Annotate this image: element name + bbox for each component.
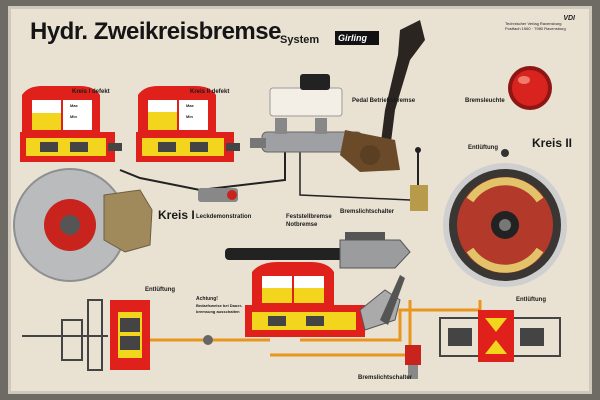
- drum-brake: [443, 163, 567, 287]
- cutaway-master-cylinder: [245, 262, 405, 337]
- marker-min-1: Min: [70, 114, 77, 119]
- publisher-name: Technischer Verlag Ravensburg: [505, 21, 562, 26]
- leak-demo-valve: [198, 188, 238, 202]
- marker-min-2: Min: [186, 114, 193, 119]
- label-leckdemonstration: Leckdemonstration: [196, 214, 252, 220]
- label-bremsleuchte: Bremsleuchte: [465, 98, 505, 104]
- label-achtung-text-2: bremsung ausschalten: [196, 309, 240, 314]
- publisher-address: Postfach 1560 · 7980 Ravensburg: [505, 26, 566, 31]
- label-entlueftung-right: Entlüftung: [516, 297, 546, 303]
- valve-knob: [203, 335, 213, 345]
- brake-pedal: [340, 20, 425, 172]
- publisher-block: VDI Technischer Verlag Ravensburg Postfa…: [505, 15, 575, 31]
- label-notbremse: Notbremse: [286, 222, 318, 228]
- label-kreis2-defekt: Kreis II defekt: [190, 89, 230, 95]
- marker-max-1: Max: [70, 103, 78, 108]
- label-achtung-text-1: Bedarfsweise bei Dauer-: [196, 303, 243, 308]
- brake-light-switch-top: [410, 147, 428, 211]
- label-feststellbremse: Feststellbremse: [286, 214, 332, 220]
- parking-brake-lever: [225, 232, 411, 269]
- cutaway-kreis1-defekt: [20, 86, 122, 162]
- publisher-logo: VDI: [563, 15, 575, 22]
- board-title: Hydr. Zweikreisbremse: [30, 18, 281, 45]
- label-achtung: Achtung!: [196, 296, 218, 302]
- cutaway-wheel-cylinder-right: [439, 310, 561, 362]
- label-bremslichtschalter-bottom: Bremslichtschalter: [358, 375, 413, 381]
- cutaway-kreis2-defekt: [136, 86, 240, 162]
- brand-badge: Girling: [335, 31, 379, 45]
- label-kreis2: Kreis II: [532, 136, 573, 150]
- system-label: System: [280, 34, 320, 46]
- label-kreis1: Kreis I: [158, 208, 195, 222]
- disc-brake: [13, 168, 153, 282]
- label-entlueftung-top: Entlüftung: [468, 145, 498, 151]
- marker-max-2: Max: [186, 103, 194, 108]
- label-kreis1-defekt: Kreis I defekt: [72, 89, 110, 95]
- label-entlueftung-left: Entlüftung: [145, 287, 175, 293]
- brake-light-switch-bottom: [405, 345, 421, 379]
- label-bremslichtschalter-top: Bremslichtschalter: [340, 209, 395, 215]
- cutaway-caliper-left: [22, 299, 150, 371]
- bleed-screw-top: [501, 149, 509, 157]
- brake-light: [508, 66, 552, 110]
- label-pedal: Pedal Betriebsbremse: [352, 98, 416, 104]
